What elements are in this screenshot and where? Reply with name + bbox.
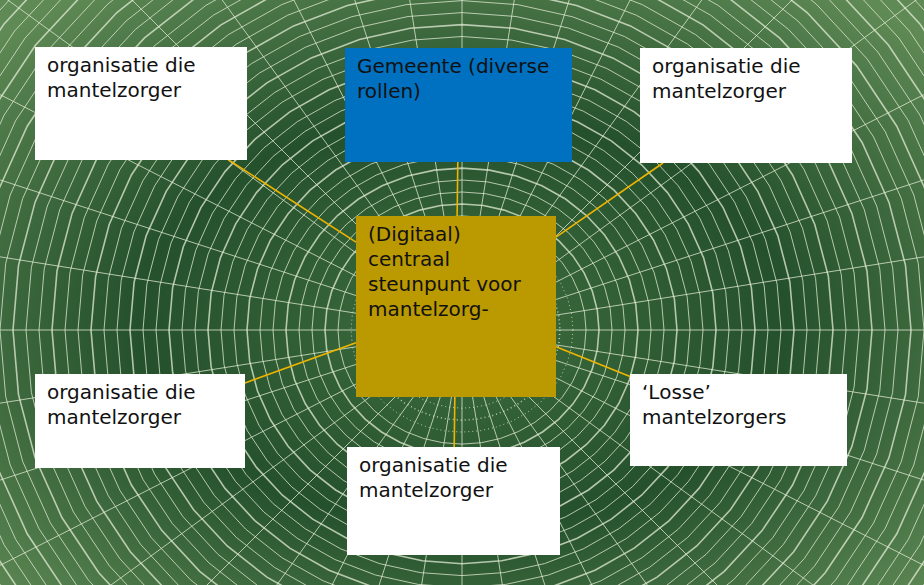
connector-stroke <box>229 160 356 242</box>
organisation-box: organisatie die mantelzorger <box>35 47 247 160</box>
web-ring <box>260 144 664 516</box>
web-ring <box>299 180 625 480</box>
box-label: (Digitaal) centraal steunpunt voor mante… <box>368 222 544 322</box>
web-ring <box>234 120 690 540</box>
organisation-box: organisatie die mantelzorger <box>640 48 852 163</box>
connector-line <box>229 160 356 242</box>
box-label: organisatie die mantelzorger <box>47 380 233 430</box>
connector-stroke <box>556 347 630 377</box>
web-ring <box>39 0 885 585</box>
box-label: Gemeente (diverse rollen) <box>357 54 560 104</box>
web-ring <box>312 192 612 468</box>
caregivers-box: ‘Losse’ mantelzorgers <box>630 374 847 466</box>
box-label: organisatie die mantelzorger <box>47 53 235 103</box>
connector-stroke <box>456 162 458 216</box>
connector-line <box>245 343 356 383</box>
connector-line <box>556 347 630 377</box>
connector-stroke <box>453 397 455 447</box>
connector-stroke <box>245 343 356 383</box>
connector-line <box>556 163 663 237</box>
municipality-box: Gemeente (diverse rollen) <box>345 48 572 162</box>
box-label: organisatie die mantelzorger <box>652 54 840 104</box>
organisation-box: organisatie die mantelzorger <box>347 447 560 555</box>
web-ring <box>26 0 898 585</box>
web-ring <box>13 0 911 585</box>
web-ring <box>338 216 586 444</box>
web-ring <box>208 96 716 563</box>
web-ring <box>247 132 677 528</box>
connector-line <box>454 397 456 447</box>
connector-line <box>457 162 459 216</box>
organisation-box: organisatie die mantelzorger <box>35 374 245 468</box>
box-label: organisatie die mantelzorger <box>359 453 548 503</box>
central-hub-box: (Digitaal) centraal steunpunt voor mante… <box>356 216 556 397</box>
box-label: ‘Losse’ mantelzorgers <box>642 380 835 430</box>
connector-stroke <box>556 163 663 237</box>
web-ring <box>221 108 703 551</box>
web-ring <box>325 204 599 456</box>
